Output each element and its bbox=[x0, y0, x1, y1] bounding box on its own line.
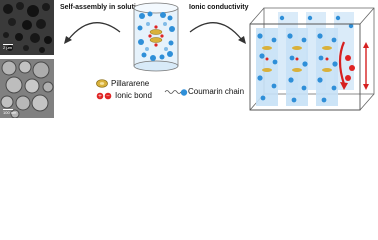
coumarin-chain-icon bbox=[164, 89, 188, 96]
ionic-conduction-panel bbox=[249, 7, 375, 111]
cylinder-assembly bbox=[133, 2, 179, 72]
arrow-self-assembly bbox=[64, 22, 121, 44]
tem-image-bottom: 100 nm bbox=[0, 59, 54, 118]
arrow-ionic-conductivity bbox=[189, 22, 246, 44]
scale-label-bottom: 100 nm bbox=[3, 110, 17, 115]
legend-pillararene: Pillararene bbox=[111, 79, 150, 88]
self-assembly-label: Self-assembly in solution bbox=[60, 4, 145, 11]
scale-bar-top bbox=[3, 44, 13, 45]
ionic-conductivity-label: Ionic conductivity bbox=[189, 4, 249, 11]
legend: Pillararene + − Ionic bond Coumarin chai… bbox=[96, 78, 244, 116]
ionic-bond-icon: + − bbox=[96, 92, 112, 100]
svg-text:+: + bbox=[98, 94, 102, 100]
scale-label-top: 2 μm bbox=[3, 45, 12, 50]
legend-ionic-bond: Ionic bond bbox=[115, 91, 152, 100]
pillararene-icon bbox=[96, 79, 108, 88]
tem-image-top: 2 μm bbox=[0, 0, 54, 55]
legend-coumarin-chain: Coumarin chain bbox=[188, 87, 245, 96]
svg-text:−: − bbox=[106, 94, 110, 100]
scale-bar-bottom bbox=[3, 109, 13, 110]
